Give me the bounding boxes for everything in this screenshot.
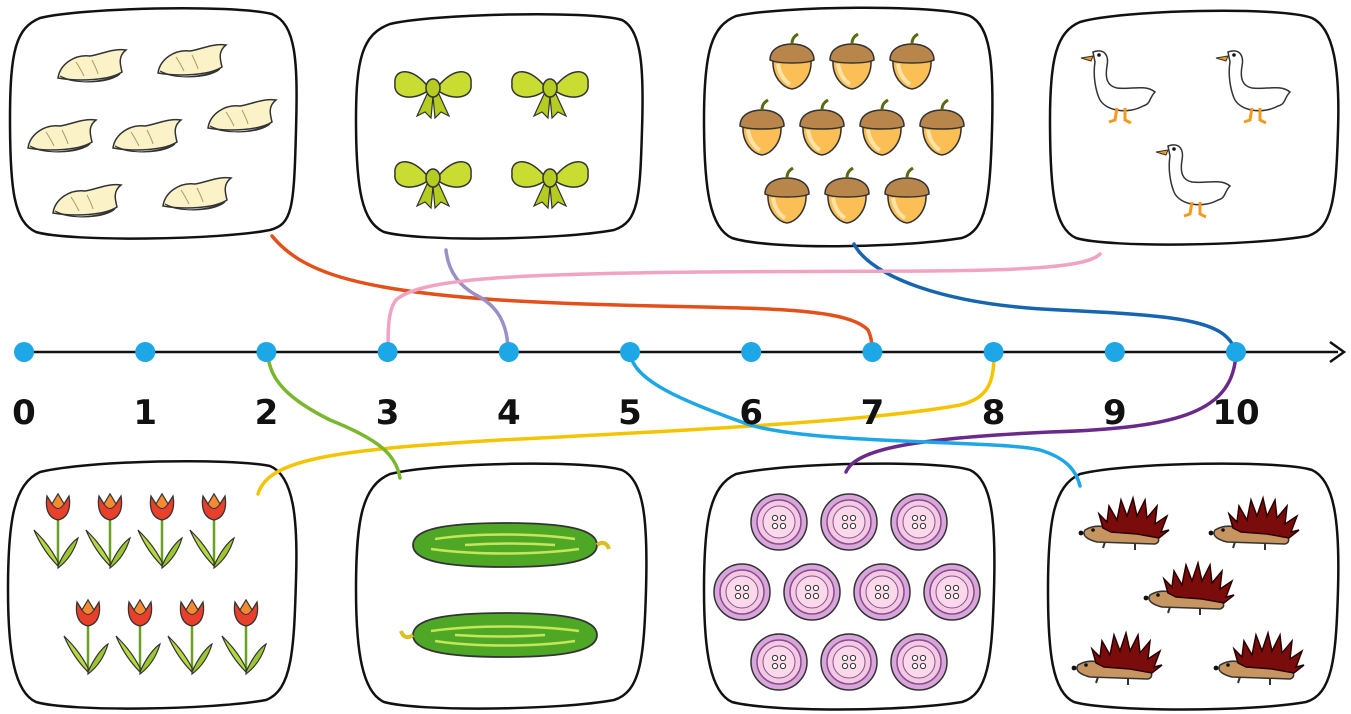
number-line-dot-8[interactable] <box>983 342 1004 362</box>
number-line-label-0: 0 <box>12 393 36 433</box>
number-line-dot-6[interactable] <box>741 342 762 362</box>
card-tulips[interactable] <box>6 459 298 710</box>
number-line-dot-9[interactable] <box>1104 342 1125 362</box>
number-line-label-1: 1 <box>133 393 157 433</box>
card-hedgehogs[interactable] <box>1046 462 1340 711</box>
number-line-dot-7[interactable] <box>862 342 883 362</box>
number-line-dot-1[interactable] <box>135 342 156 362</box>
number-line-label-10: 10 <box>1212 393 1259 433</box>
number-line-label-9: 9 <box>1103 393 1127 433</box>
connector-dumplings-to-7 <box>270 234 874 354</box>
number-line-dot-4[interactable] <box>498 342 519 362</box>
number-line-dot-2[interactable] <box>256 342 277 362</box>
number-line: 0 1 2 3 4 5 6 7 8 9 10 <box>12 340 1347 433</box>
number-line-label-4: 4 <box>497 393 521 433</box>
connector-geese-to-3 <box>386 252 1102 354</box>
number-line-dot-0[interactable] <box>14 342 34 362</box>
connector-tulips-to-8 <box>256 350 996 496</box>
number-line-label-3: 3 <box>376 393 400 433</box>
number-line-label-6: 6 <box>739 393 763 433</box>
number-line-label-2: 2 <box>255 393 279 433</box>
number-line-label-5: 5 <box>618 393 642 433</box>
card-buttons[interactable] <box>702 462 996 711</box>
number-line-label-8: 8 <box>982 393 1006 433</box>
connector-cucumbers-to-2 <box>266 350 402 480</box>
card-geese[interactable] <box>1048 9 1340 246</box>
connector-acorns-to-10 <box>852 242 1238 354</box>
connector-hedgehogs-to-5 <box>628 350 1082 488</box>
card-dumplings[interactable] <box>8 6 298 240</box>
number-line-dot-5[interactable] <box>620 342 640 362</box>
connector-bows-to-4 <box>444 248 510 354</box>
connector-buttons-to-10 <box>844 350 1238 474</box>
card-cucumbers[interactable] <box>354 462 648 710</box>
number-line-dot-3[interactable] <box>377 342 398 362</box>
number-line-arrow-icon <box>1329 340 1347 364</box>
number-line-dot-10[interactable] <box>1226 342 1246 362</box>
card-acorns[interactable] <box>702 6 994 248</box>
card-bows[interactable] <box>354 12 644 240</box>
number-line-label-7: 7 <box>861 393 885 433</box>
connection-lines <box>256 234 1238 496</box>
